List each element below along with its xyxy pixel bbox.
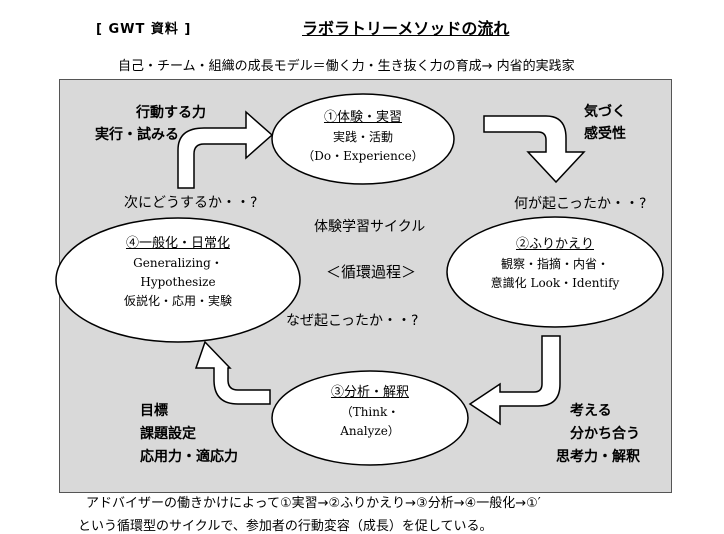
question-what: 何が起こったか・・? xyxy=(514,196,647,212)
label-action-power: 行動する力 xyxy=(136,105,206,121)
node-experience: ①体験・実習 実践・活動 （Do・Experience） xyxy=(293,108,433,166)
arrow-experience-to-reflect xyxy=(483,115,586,184)
node-reflect: ②ふりかえり 観察・指摘・内省・ 意識化 Look・Identify xyxy=(470,235,640,293)
subtitle: 自己・チーム・組織の成長モデル＝働く力・生き抜く力の育成→ 内省的実践家 xyxy=(118,59,575,74)
arrow-generalize-to-experience xyxy=(177,110,274,189)
node-analyze-line: （Think・ xyxy=(340,405,400,419)
question-next: 次にどうするか・・? xyxy=(124,195,258,211)
node-analyze-line: Analyze） xyxy=(340,424,400,438)
footer-line-2: という循環型のサイクルで、参加者の行動変容（成長）を促している。 xyxy=(78,519,493,534)
label-share: 分かち合う xyxy=(570,426,640,442)
label-adaptability: 応用力・適応力 xyxy=(140,449,238,465)
label-sensitivity: 感受性 xyxy=(584,126,626,142)
label-interpretation: 思考力・解釈 xyxy=(556,449,640,465)
node-analyze-title: ③分析・解釈 xyxy=(330,385,409,400)
node-reflect-line: 意識化 Look・Identify xyxy=(490,276,620,290)
node-generalize-line: Hypothesize xyxy=(140,275,216,289)
node-analyze: ③分析・解釈 （Think・ Analyze） xyxy=(300,383,440,441)
label-task-setting: 課題設定 xyxy=(140,426,196,442)
cycle-name-label: 体験学習サイクル xyxy=(314,219,426,235)
node-generalize-title: ④一般化・日常化 xyxy=(125,236,230,251)
node-experience-title: ①体験・実習 xyxy=(323,110,402,125)
node-reflect-line: 観察・指摘・内省・ xyxy=(500,257,609,271)
node-generalize: ④一般化・日常化 Generalizing・ Hypothesize 仮説化・応… xyxy=(98,234,258,311)
page-title: ラボラトリーメソッドの流れ xyxy=(302,19,510,38)
label-think: 考える xyxy=(570,403,612,419)
arrow-reflect-to-analyze xyxy=(468,335,561,426)
node-analyze-ellipse xyxy=(271,370,469,466)
question-why: なぜ起こったか・・? xyxy=(286,313,419,329)
label-goal: 目標 xyxy=(140,403,168,419)
cycle-process-label: ＜循環過程＞ xyxy=(326,263,417,281)
node-experience-line: （Do・Experience） xyxy=(302,149,424,163)
node-experience-ellipse xyxy=(271,93,455,185)
node-reflect-title: ②ふりかえり xyxy=(515,237,594,252)
node-reflect-ellipse xyxy=(446,216,664,328)
document-tag: [ GWT 資料 ] xyxy=(96,22,192,37)
arrow-analyze-to-generalize xyxy=(194,340,271,405)
node-generalize-line: Generalizing・ xyxy=(133,256,223,270)
node-generalize-line: 仮説化・応用・実験 xyxy=(123,294,232,308)
label-execute: 実行・試みる xyxy=(95,127,179,143)
label-notice: 気づく xyxy=(584,104,626,120)
footer-line-1: アドバイザーの働きかけによって①実習→②ふりかえり→③分析→④一般化→①′ xyxy=(86,496,541,511)
node-generalize-ellipse xyxy=(55,217,301,343)
node-experience-line: 実践・活動 xyxy=(332,130,393,144)
